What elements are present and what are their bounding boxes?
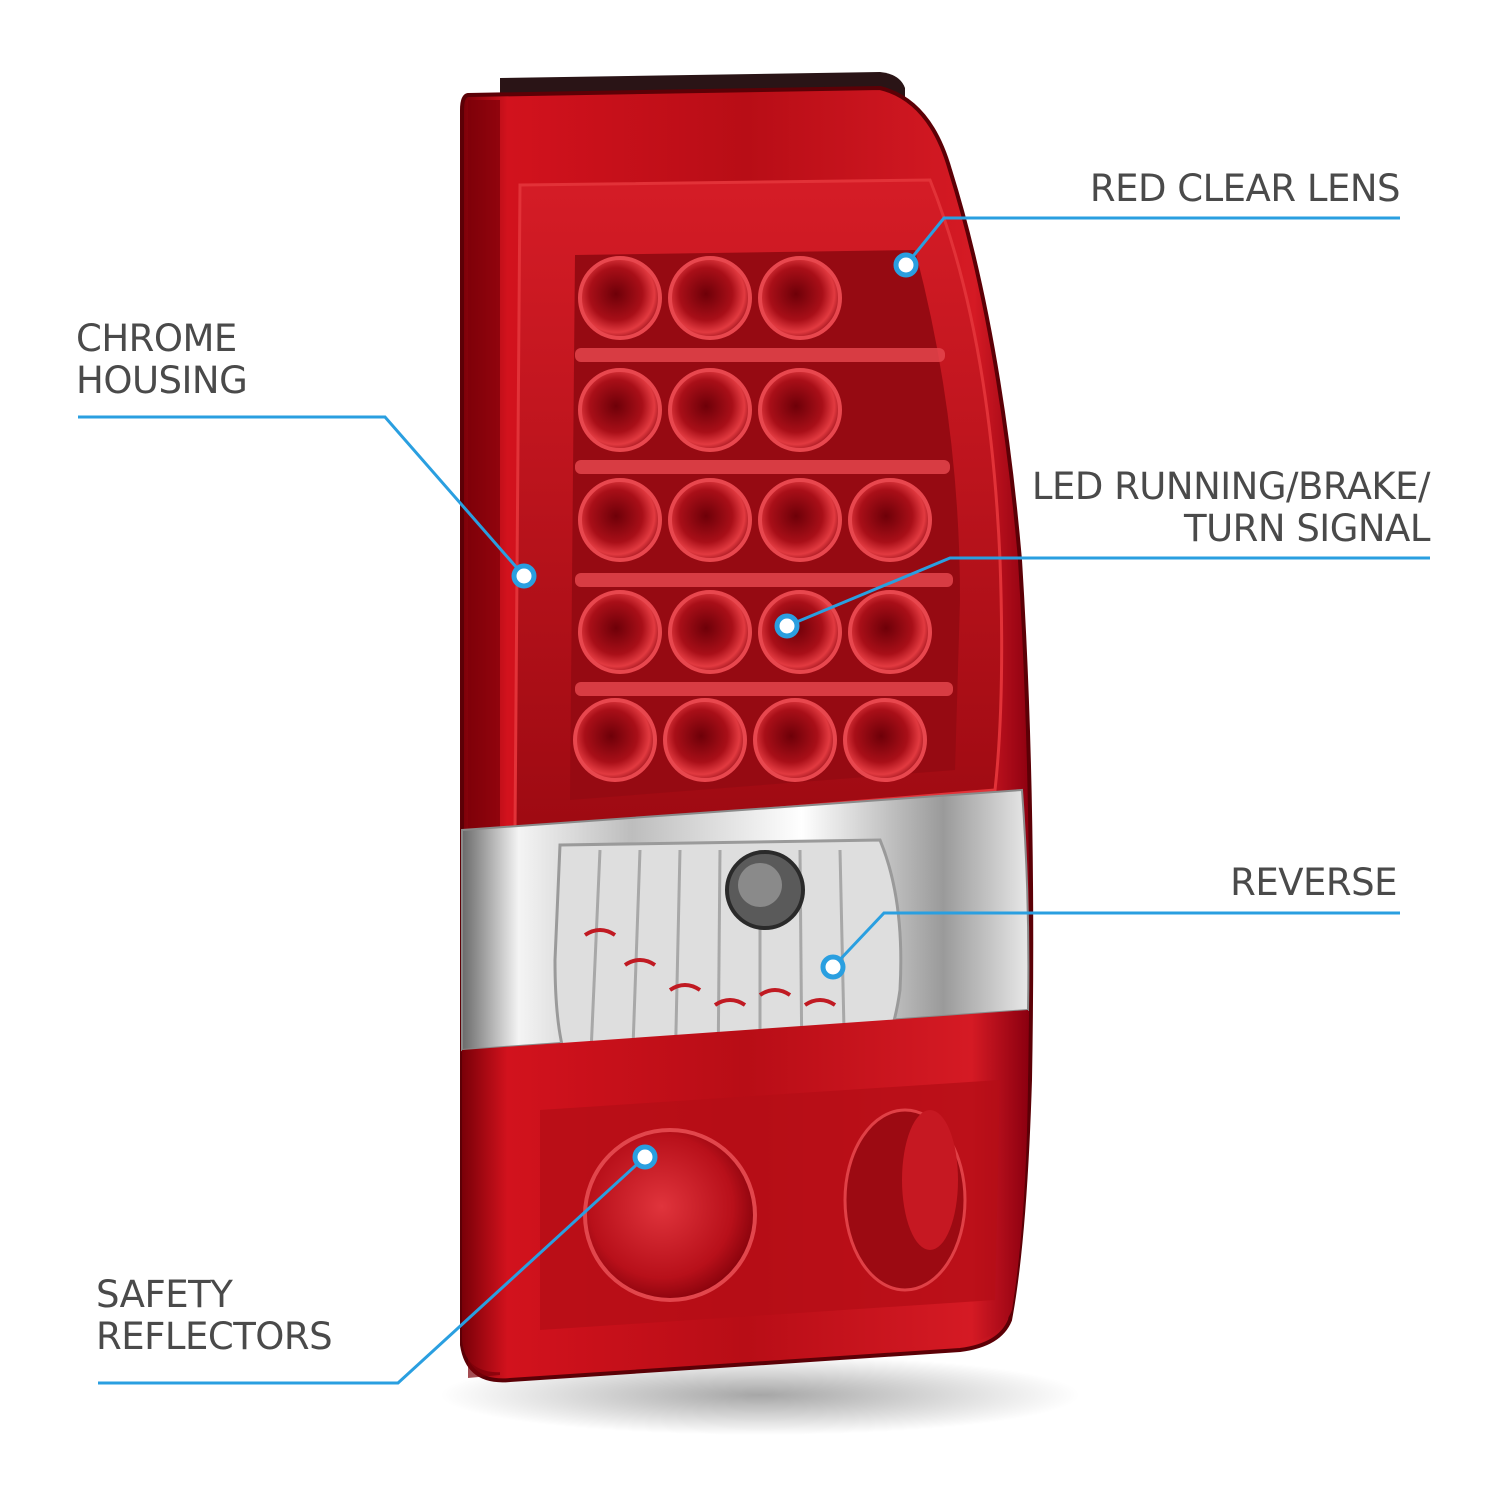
reverse-text: REVERSE xyxy=(1230,861,1397,904)
red-clear-lens-label: RED CLEAR LENS xyxy=(1089,167,1401,210)
red-clear-lens-dot xyxy=(893,252,919,278)
reverse-lens-red-marks xyxy=(583,928,837,1007)
reverse-dot xyxy=(820,954,846,980)
chrome-housing-line1: CHROME xyxy=(76,317,237,360)
led-label-line2: TURN SIGNAL xyxy=(1183,507,1431,550)
callout-dots xyxy=(511,252,919,1170)
safety-reflector xyxy=(583,1128,757,1302)
led-running-brake-label: LED RUNNING/BRAKE/ TURN SIGNAL xyxy=(1031,465,1431,550)
red-clear-lens-leader xyxy=(904,216,1400,266)
led-label-line1: LED RUNNING/BRAKE/ xyxy=(1031,465,1431,508)
led-separator-bars xyxy=(575,348,953,696)
chrome-housing-line2: HOUSING xyxy=(76,359,248,402)
callout-lines xyxy=(78,216,1430,1385)
led-grid xyxy=(573,256,932,782)
reverse-bulb-center xyxy=(738,863,782,907)
chrome-housing-label: CHROME HOUSING xyxy=(76,317,248,402)
chrome-housing-dot xyxy=(511,563,537,589)
chrome-housing-leader xyxy=(78,415,526,577)
led-leader xyxy=(786,556,1430,628)
reverse-label: REVERSE xyxy=(1230,862,1397,904)
safety-reflectors-line2: REFLECTORS xyxy=(96,1315,333,1358)
red-clear-lens-text: RED CLEAR LENS xyxy=(1089,167,1401,210)
reverse-leader xyxy=(831,911,1400,969)
safety-reflectors-leader xyxy=(98,1155,647,1385)
side-socket-lens xyxy=(902,1110,958,1250)
safety-reflectors-line1: SAFETY xyxy=(96,1273,233,1316)
safety-reflectors-label: SAFETY REFLECTORS xyxy=(96,1273,333,1358)
led-dot xyxy=(774,613,800,639)
safety-reflectors-dot xyxy=(632,1144,658,1170)
